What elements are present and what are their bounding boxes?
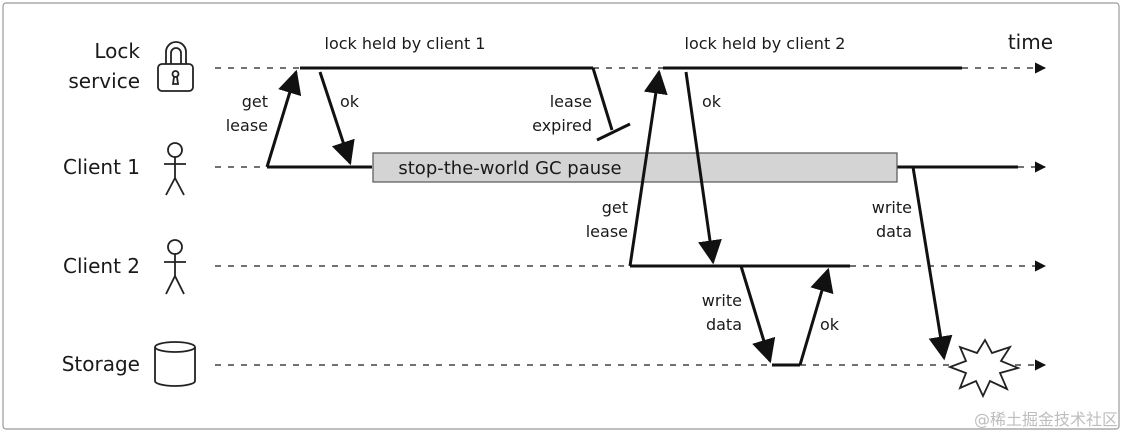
lease-expired-line — [591, 67, 614, 131]
get-lease-1-label-line1: get — [242, 92, 268, 111]
client2-label: Client 2 — [63, 254, 140, 278]
write-data-1-label-line1: write — [872, 198, 912, 217]
get-lease-arrow-client1 — [265, 69, 302, 168]
ok-3-label: ok — [820, 315, 840, 334]
client1-stick-figure-icon — [164, 142, 186, 196]
database-cylinder-icon — [154, 341, 196, 387]
ok-arrow-client2 — [684, 71, 722, 265]
get-lease-2-label-line2: lease — [586, 222, 628, 241]
time-label: time — [1008, 30, 1053, 54]
storage-label: Storage — [62, 352, 140, 376]
gc-pause-box — [372, 152, 898, 183]
lock-service-label-line1: Lock — [94, 39, 140, 63]
get-lease-arrow-client2 — [628, 69, 668, 267]
ok-arrow-storage — [798, 267, 834, 366]
ok-1-label: ok — [340, 92, 360, 111]
write-data-arrow-client1 — [911, 166, 953, 361]
client1-label: Client 1 — [63, 155, 140, 179]
get-lease-2-label-line1: get — [602, 198, 628, 217]
lease-expired-cross — [596, 122, 631, 142]
lease-expired-label-line2: expired — [532, 116, 592, 135]
diagram-frame — [2, 2, 1120, 430]
ok-2-label: ok — [702, 92, 722, 111]
lock-held-client2-label: lock held by client 2 — [685, 34, 846, 53]
watermark: @稀土掘金技术社区 — [973, 410, 1118, 429]
write-data-arrow-client2 — [739, 265, 776, 364]
lock-service-label-line2: service — [68, 69, 140, 93]
get-lease-1-label-line2: lease — [226, 116, 268, 135]
padlock-icon — [157, 41, 194, 92]
lease-expired-label-line1: lease — [550, 92, 592, 111]
write-data-1-label-line2: data — [876, 222, 912, 241]
write-data-2-label-line2: data — [706, 315, 742, 334]
lock-held-client1-label: lock held by client 1 — [325, 34, 486, 53]
write-data-2-label-line1: write — [702, 291, 742, 310]
explosion-icon — [947, 338, 1021, 399]
gc-pause-label: stop-the-world GC pause — [398, 158, 621, 179]
ok-arrow-client1 — [318, 71, 355, 166]
client2-stick-figure-icon — [164, 239, 186, 295]
